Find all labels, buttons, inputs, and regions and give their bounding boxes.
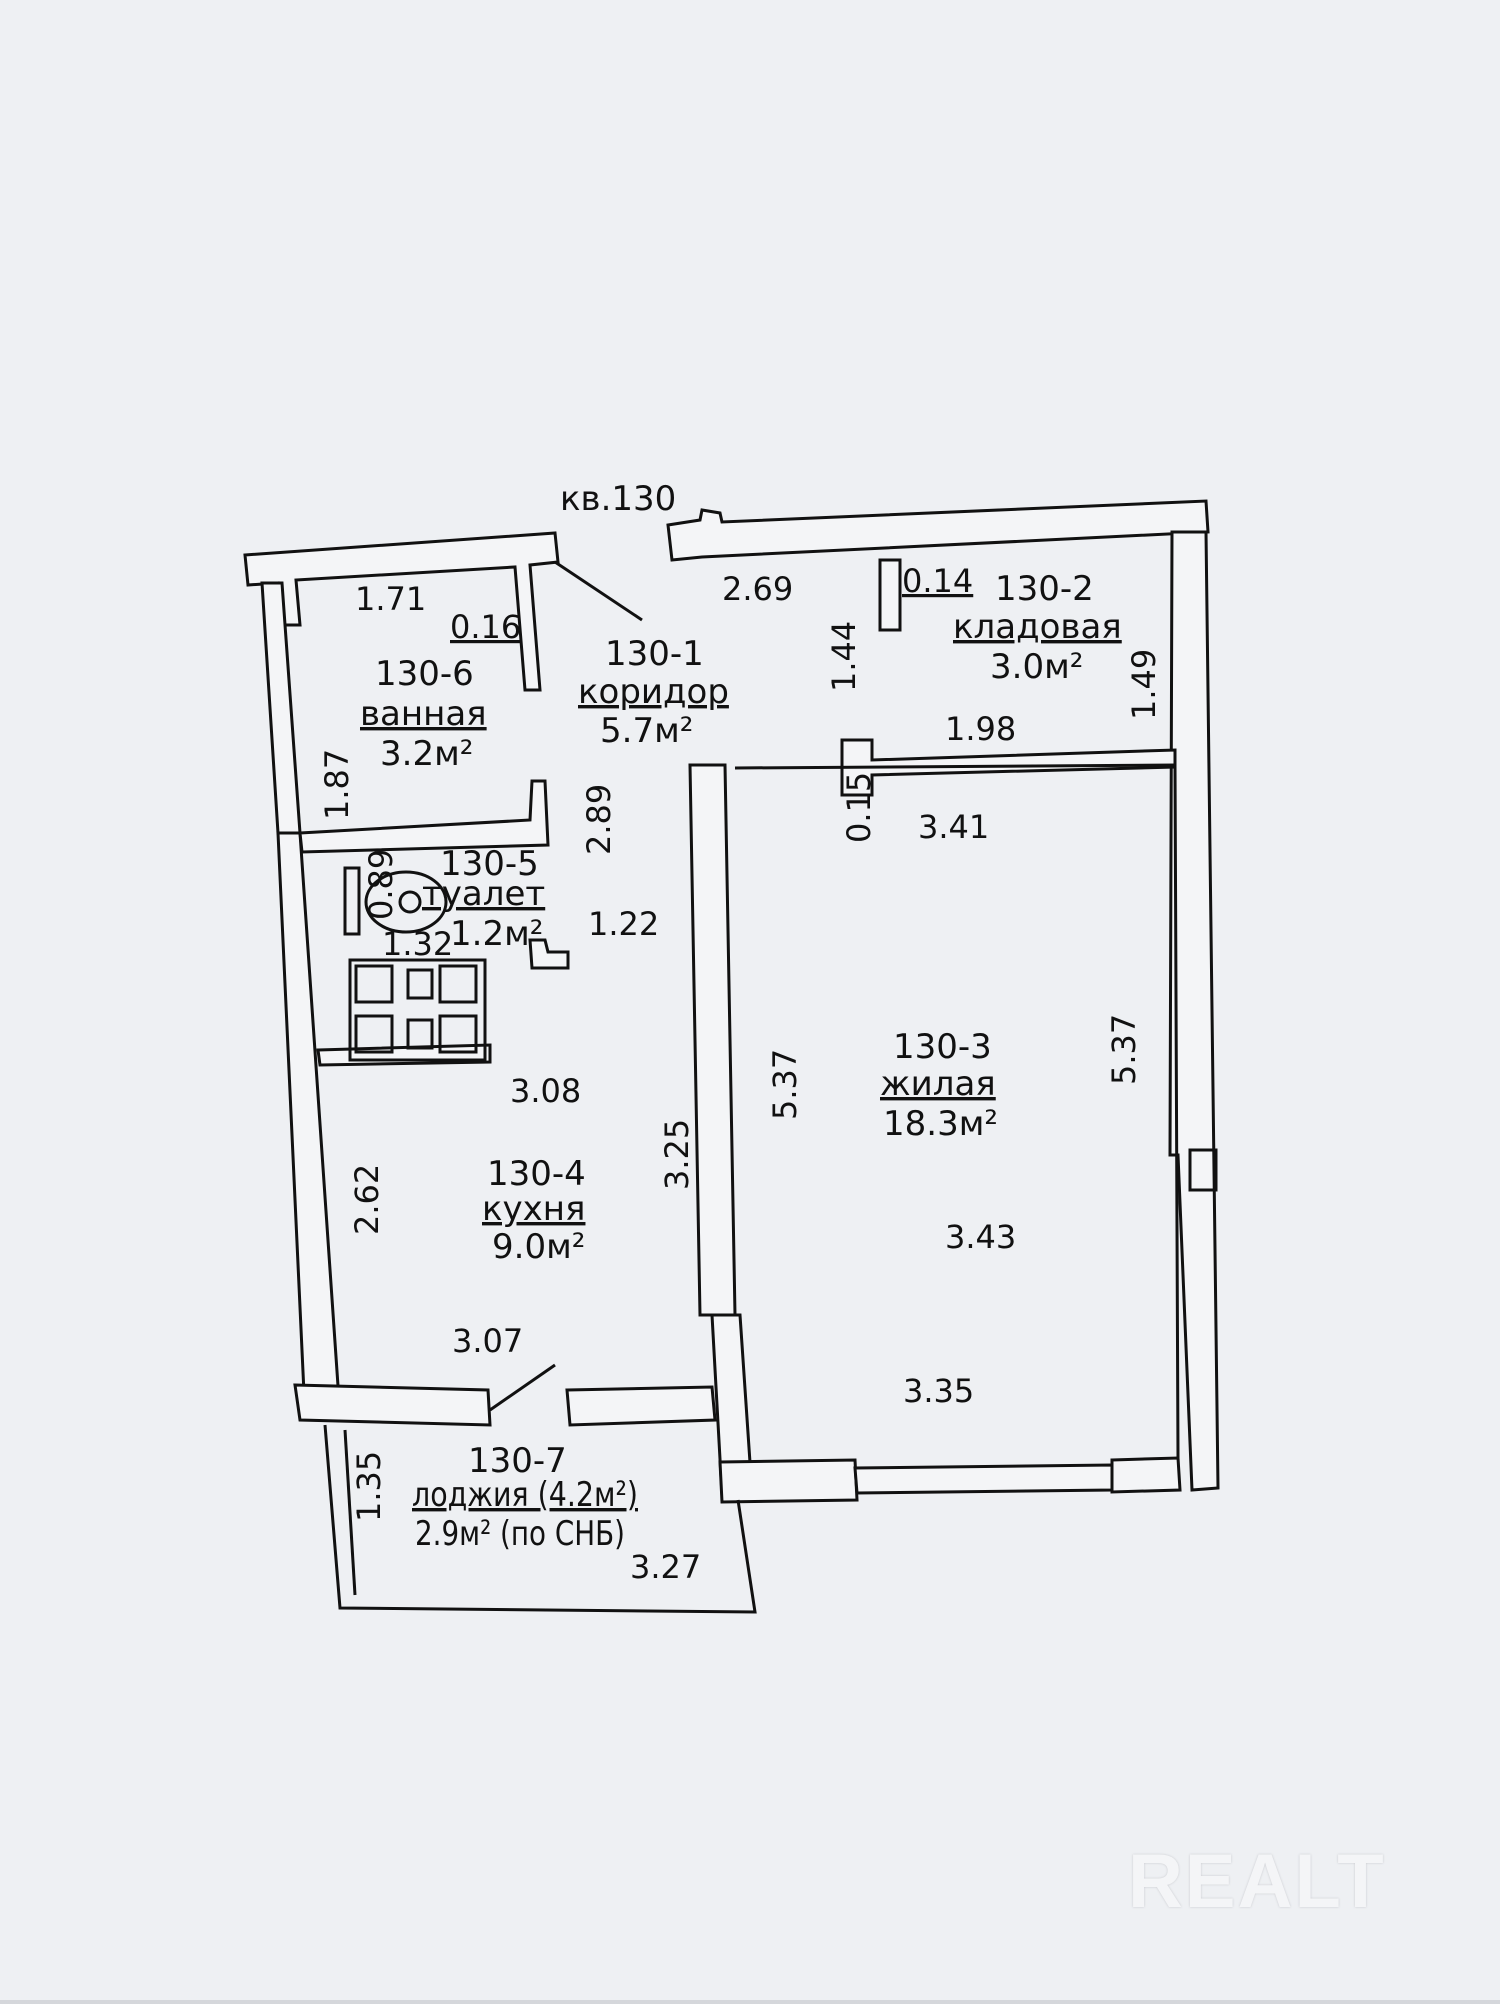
room-bathroom: 130-6 ванная 3.2м²	[360, 654, 487, 774]
dim-label: 1.98	[945, 710, 1016, 748]
dim-label: 2.89	[580, 784, 618, 855]
kitchen-door-swing	[489, 1363, 556, 1412]
room-area: 2.9м² (по СНБ)	[415, 1514, 625, 1554]
room-outlines	[323, 560, 1218, 1614]
dim-label: 3.27	[630, 1548, 701, 1586]
window-right	[1188, 1148, 1218, 1192]
dim-label: 5.37	[766, 1049, 804, 1120]
room-loggia: 130-7 лоджия (4.2м²) 2.9м² (по СНБ)	[412, 1441, 638, 1554]
toilet-bowl	[364, 870, 448, 934]
sink-2	[406, 1018, 434, 1050]
dim-label: 5.37	[1105, 1014, 1143, 1085]
room-name: лоджия (4.2м²)	[412, 1475, 638, 1515]
room-id: 130-6	[375, 654, 474, 694]
wall-bottom-right	[718, 1458, 859, 1504]
room-name: жилая	[880, 1064, 996, 1104]
dim-label: 1.35	[350, 1451, 388, 1522]
wall-bottom-window	[853, 1463, 1114, 1495]
loggia-inner	[343, 1429, 357, 1596]
room-name: ванная	[360, 694, 487, 734]
wall-bath-toilet	[298, 779, 550, 854]
dim-label: 1.71	[355, 580, 426, 618]
room-id: 130-4	[487, 1154, 586, 1194]
dim-label: 1.32	[382, 925, 453, 963]
wall-loggia-top-left	[293, 1383, 492, 1427]
wall-storage-stub	[878, 558, 902, 632]
burner-2	[354, 1014, 394, 1054]
walls	[243, 499, 1220, 1504]
room-corridor: 130-1 коридор 5.7м²	[578, 634, 729, 751]
room-id: 130-7	[468, 1441, 567, 1481]
room-id: 130-5	[440, 844, 539, 884]
corridor-door-swing	[554, 560, 643, 622]
burner-4	[438, 1014, 478, 1054]
dim-label: 1.22	[588, 905, 659, 943]
stove-body	[348, 958, 487, 1062]
wall-kitchen-partition	[316, 1043, 492, 1067]
burner-1	[354, 964, 394, 1004]
room-area: 18.3м²	[883, 1104, 998, 1144]
dim-label: 0.89	[362, 849, 400, 920]
dim-label: 3.35	[903, 1372, 974, 1410]
dim-label: 3.25	[658, 1119, 696, 1190]
room-area: 3.2м²	[380, 734, 473, 774]
dim-label: 1.87	[318, 749, 356, 820]
room-area: 1.2м²	[450, 914, 543, 954]
dim-label: 0.14	[902, 562, 973, 600]
room-living: 130-3 жилая 18.3м²	[880, 1027, 998, 1144]
burner-3	[438, 964, 478, 1004]
room-area: 3.0м²	[990, 647, 1083, 687]
wall-top-right	[666, 499, 1210, 562]
apartment-label: кв.130	[560, 479, 676, 519]
dim-label: 3.43	[945, 1218, 1016, 1256]
wall-bottom-corner	[1110, 1456, 1182, 1494]
room-kitchen: 130-4 кухня 9.0м²	[482, 1154, 586, 1267]
room-id: 130-3	[893, 1027, 992, 1067]
dim-label: 1.44	[825, 621, 863, 692]
room-name: кухня	[482, 1189, 585, 1229]
realt-watermark: REALT	[1128, 1839, 1386, 1924]
dimension-labels: 1.71 0.16 1.87 2.69 0.14 1.44 1.49 1.98 …	[318, 562, 1163, 1586]
dim-label: 2.69	[722, 570, 793, 608]
dim-label: 1.49	[1125, 649, 1163, 720]
room-name: коридор	[578, 672, 729, 712]
living-outline	[734, 763, 1180, 1459]
room-area: 9.0м²	[492, 1227, 585, 1267]
dim-label: 3.08	[510, 1072, 581, 1110]
dim-label: 3.07	[452, 1322, 523, 1360]
wall-right-outer	[1168, 530, 1220, 1492]
dim-label: 3.41	[918, 808, 989, 846]
room-id: 130-1	[605, 634, 704, 674]
stove-fixture	[348, 958, 487, 1062]
dim-label: 2.62	[348, 1164, 386, 1235]
room-toilet: 130-5 туалет 1.2м²	[422, 844, 545, 954]
loggia-outline	[323, 1424, 757, 1614]
wall-toilet-kitchen	[528, 938, 570, 970]
toilet-tank	[343, 866, 361, 936]
room-name: кладовая	[953, 607, 1122, 647]
wall-loggia-top-right	[565, 1385, 717, 1427]
sink-1	[406, 968, 434, 1000]
toilet-fixture	[343, 866, 448, 936]
room-storage: 130-2 кладовая 3.0м²	[953, 569, 1122, 687]
room-name: туалет	[422, 874, 545, 914]
room-area: 5.7м²	[600, 711, 693, 751]
dim-label: 0.15	[840, 772, 878, 843]
room-id: 130-2	[995, 569, 1094, 609]
dim-label: 0.16	[450, 608, 521, 646]
toilet-seat	[398, 890, 422, 914]
